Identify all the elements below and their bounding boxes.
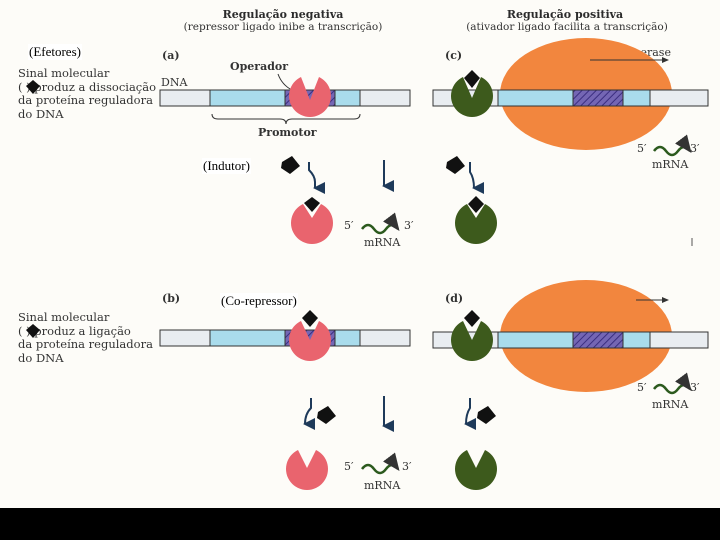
repressor-bound-a <box>289 77 331 117</box>
ligand-icon-bottom <box>26 324 40 338</box>
free-activator-d <box>455 450 498 490</box>
figure: Regulação negativa (repressor ligado ini… <box>0 0 720 508</box>
release-arrow-c <box>469 162 485 194</box>
panel-label-a: (a) <box>162 49 180 62</box>
ligand-on-free-activator-c <box>468 196 484 213</box>
dna-label: DNA <box>161 76 188 89</box>
corepressor-on-repressor-b <box>302 310 318 327</box>
negative-regulation-title: Regulação negativa <box>222 8 344 21</box>
mrna-a-label: mRNA <box>364 236 401 249</box>
mrna-wave-d <box>653 372 692 395</box>
free-repressor-a <box>291 204 334 244</box>
side-top-line-4: do DNA <box>18 106 64 121</box>
corepressor-free-b <box>317 406 336 424</box>
mrna-d-label: mRNA <box>652 398 689 411</box>
activator-bound-c <box>451 77 494 117</box>
mrna-c-label: mRNA <box>652 158 689 171</box>
mrna-b-label: mRNA <box>364 479 401 492</box>
ligand-on-activator-c <box>464 70 480 88</box>
mrna-d-five: 5′ <box>637 381 647 394</box>
operator-pointer <box>277 73 293 91</box>
operator-label: Operador <box>230 60 289 73</box>
panel-label-b: (b) <box>162 292 181 305</box>
promoter-label: Promotor <box>258 126 317 139</box>
inductor-on-repressor-a <box>304 197 320 212</box>
panel-label-d: (d) <box>445 292 464 305</box>
release-arrow-d <box>464 398 477 431</box>
mrna-a-three: 3′ <box>404 219 414 232</box>
negative-regulation-subtitle: (repressor ligado inibe a transcrição) <box>183 21 383 33</box>
side-top-line-1: Sinal molecular <box>18 66 110 80</box>
activator-bound-d <box>451 321 494 361</box>
diagram-graphics <box>26 38 709 490</box>
mrna-c-five: 5′ <box>637 142 647 155</box>
mrna-d-three: 3′ <box>690 381 700 394</box>
ligand-on-activator-d <box>464 310 480 327</box>
mrna-b-three: 3′ <box>402 460 412 473</box>
ligand-free-d <box>477 406 496 424</box>
efetores-label: (Efetores) <box>28 44 82 60</box>
mrna-wave-a <box>361 212 400 235</box>
side-text-bottom: Sinal molecular ( ) produz a ligação da … <box>18 310 153 365</box>
side-bottom-line-3: da proteína reguladora <box>18 337 153 351</box>
dna-strand-a <box>159 89 411 107</box>
mrna-a-five: 5′ <box>344 219 354 232</box>
side-top-line-3: da proteína reguladora <box>18 93 153 107</box>
release-arrow-a <box>308 162 325 194</box>
repressor-bound-b <box>289 321 331 361</box>
bottom-black-bar <box>0 508 720 540</box>
side-top-line-2: ( ) produz a dissociação <box>18 79 157 94</box>
ligand-free-c <box>446 156 465 174</box>
mrna-c-three: 3′ <box>690 142 700 155</box>
panel-label-c: (c) <box>445 49 463 62</box>
side-bottom-line-1: Sinal molecular <box>18 310 110 324</box>
mrna-wave-c <box>653 134 692 157</box>
free-repressor-b <box>285 450 328 490</box>
side-bottom-line-2: ( ) produz a ligação <box>18 323 131 338</box>
promoter-brace <box>211 113 361 125</box>
mrna-b-five: 5′ <box>344 460 354 473</box>
dna-strand-d <box>432 280 709 392</box>
release-arrow-b <box>303 398 316 431</box>
dna-strand-c <box>432 38 709 150</box>
ligand-icon-top <box>26 80 40 94</box>
positive-regulation-subtitle: (ativador ligado facilita a transcrição) <box>466 21 668 33</box>
corepressor-label: (Co-repressor) <box>220 293 298 309</box>
indutor-label: (Indutor) <box>202 158 251 174</box>
side-text-top: Sinal molecular ( ) produz a dissociação… <box>18 66 157 121</box>
positive-regulation-title: Regulação positiva <box>506 8 624 21</box>
side-bottom-line-4: do DNA <box>18 350 64 365</box>
free-activator-c <box>455 204 498 244</box>
dna-strand-b <box>159 329 411 347</box>
mrna-wave-b <box>361 452 400 475</box>
inductor-ligand-a <box>281 156 300 174</box>
